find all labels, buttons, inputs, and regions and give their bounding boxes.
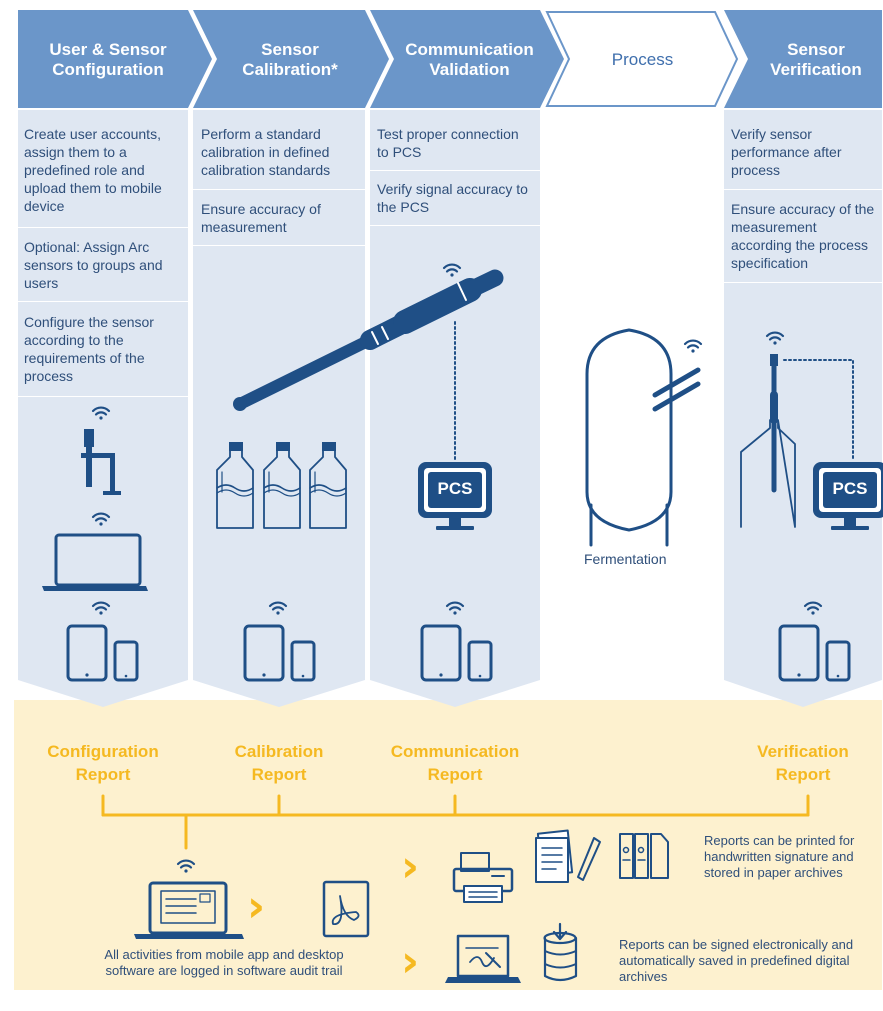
laptop-icon (42, 533, 148, 591)
report-area-background (14, 700, 882, 990)
esign-laptop-icon (445, 934, 521, 983)
fermentation-label: Fermentation (584, 551, 667, 567)
sensor-stand-icon (81, 429, 121, 495)
comm-desc-1: Test proper connection to PCS (377, 126, 519, 160)
print-archive-note: Reports can be printed for handwritten s… (704, 833, 855, 880)
separator (370, 225, 540, 226)
column-verification (724, 110, 882, 707)
verif-desc-2: Ensure accuracy of the measurement accor… (731, 201, 875, 271)
verification-probe-icon (740, 354, 796, 528)
esign-archive-note: Reports can be signed electronically and… (619, 937, 854, 984)
header-chevron-process (545, 11, 739, 107)
verif-desc-1: Verify sensor performance after process (731, 126, 842, 178)
column-calibration (193, 110, 365, 707)
audit-trail-note: All activities from mobile app and deskt… (104, 947, 344, 978)
separator (18, 227, 188, 228)
separator (724, 189, 882, 190)
config-desc-1: Create user accounts, assign them to a p… (24, 126, 162, 214)
header-chevron-verification (724, 10, 882, 108)
separator (193, 189, 365, 190)
report-connector-lines (101, 794, 810, 850)
arrow-right-icon: › (401, 936, 420, 987)
audit-laptop-icon (134, 881, 244, 939)
comm-desc-2: Verify signal accuracy to the PCS (377, 181, 528, 215)
probe-icon (233, 269, 504, 411)
calib-desc-1: Perform a standard calibration in define… (201, 126, 331, 178)
config-desc-2: Optional: Assign Arc sensors to groups a… (24, 239, 163, 291)
separator (370, 170, 540, 171)
stage-title-process: Process (611, 50, 674, 69)
config-desc-3: Configure the sensor according to the re… (24, 314, 154, 384)
separator (193, 245, 365, 246)
arrow-right-icon: › (401, 841, 420, 892)
header-chevron-communication (370, 10, 564, 108)
separator (724, 282, 882, 283)
header-chevron-configuration (18, 10, 212, 108)
pdf-document-icon (322, 880, 370, 938)
separator (18, 301, 188, 302)
pcs-label-communication: PCS (437, 479, 473, 498)
arrow-right-icon: › (247, 881, 266, 932)
database-icon (543, 922, 578, 982)
printer-icon (452, 852, 514, 903)
binders-icon (619, 833, 669, 879)
header-chevron-calibration (193, 10, 389, 108)
calib-desc-2: Ensure accuracy of measurement (201, 201, 321, 235)
separator (18, 396, 188, 397)
fermentation-tank-icon (585, 328, 701, 547)
pcs-label-verification: PCS (832, 479, 868, 498)
documents-with-pen-icon (535, 829, 601, 883)
